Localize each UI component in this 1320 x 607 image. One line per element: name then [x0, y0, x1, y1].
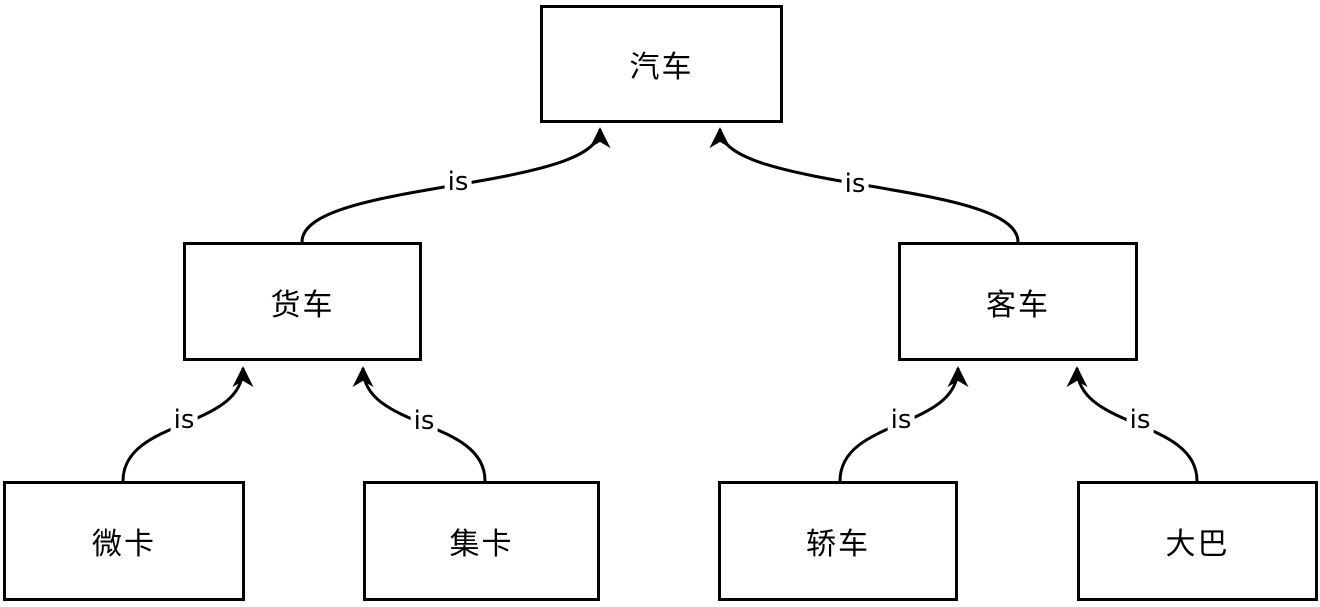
- node-jiaoche: 轿车: [718, 481, 958, 601]
- edge-keche-to-qiche: [709, 127, 1020, 243]
- node-daba-label: 大巴: [1165, 527, 1230, 562]
- node-keche: 客车: [898, 242, 1138, 361]
- node-huoche: 货车: [183, 242, 422, 361]
- edge-label-jika-huoche: is: [410, 408, 438, 434]
- node-jika: 集卡: [363, 481, 600, 601]
- node-keche-label: 客车: [986, 287, 1050, 323]
- node-huoche-label: 货车: [270, 287, 335, 323]
- edge-label-keche-qiche: is: [841, 171, 869, 197]
- edge-label-jiaoche-keche: is: [887, 407, 915, 433]
- node-qiche-label: 汽车: [629, 50, 694, 85]
- edge-label-daba-keche: is: [1126, 407, 1154, 433]
- node-weika-label: 微卡: [92, 527, 156, 562]
- node-jiaoche-label: 轿车: [806, 527, 870, 562]
- node-qiche: 汽车: [540, 5, 783, 123]
- node-daba: 大巴: [1077, 481, 1318, 601]
- edge-label-weika-huoche: is: [170, 407, 198, 433]
- node-jika-label: 集卡: [449, 527, 514, 562]
- node-weika: 微卡: [3, 481, 245, 601]
- edge-label-huoche-qiche: is: [444, 169, 472, 195]
